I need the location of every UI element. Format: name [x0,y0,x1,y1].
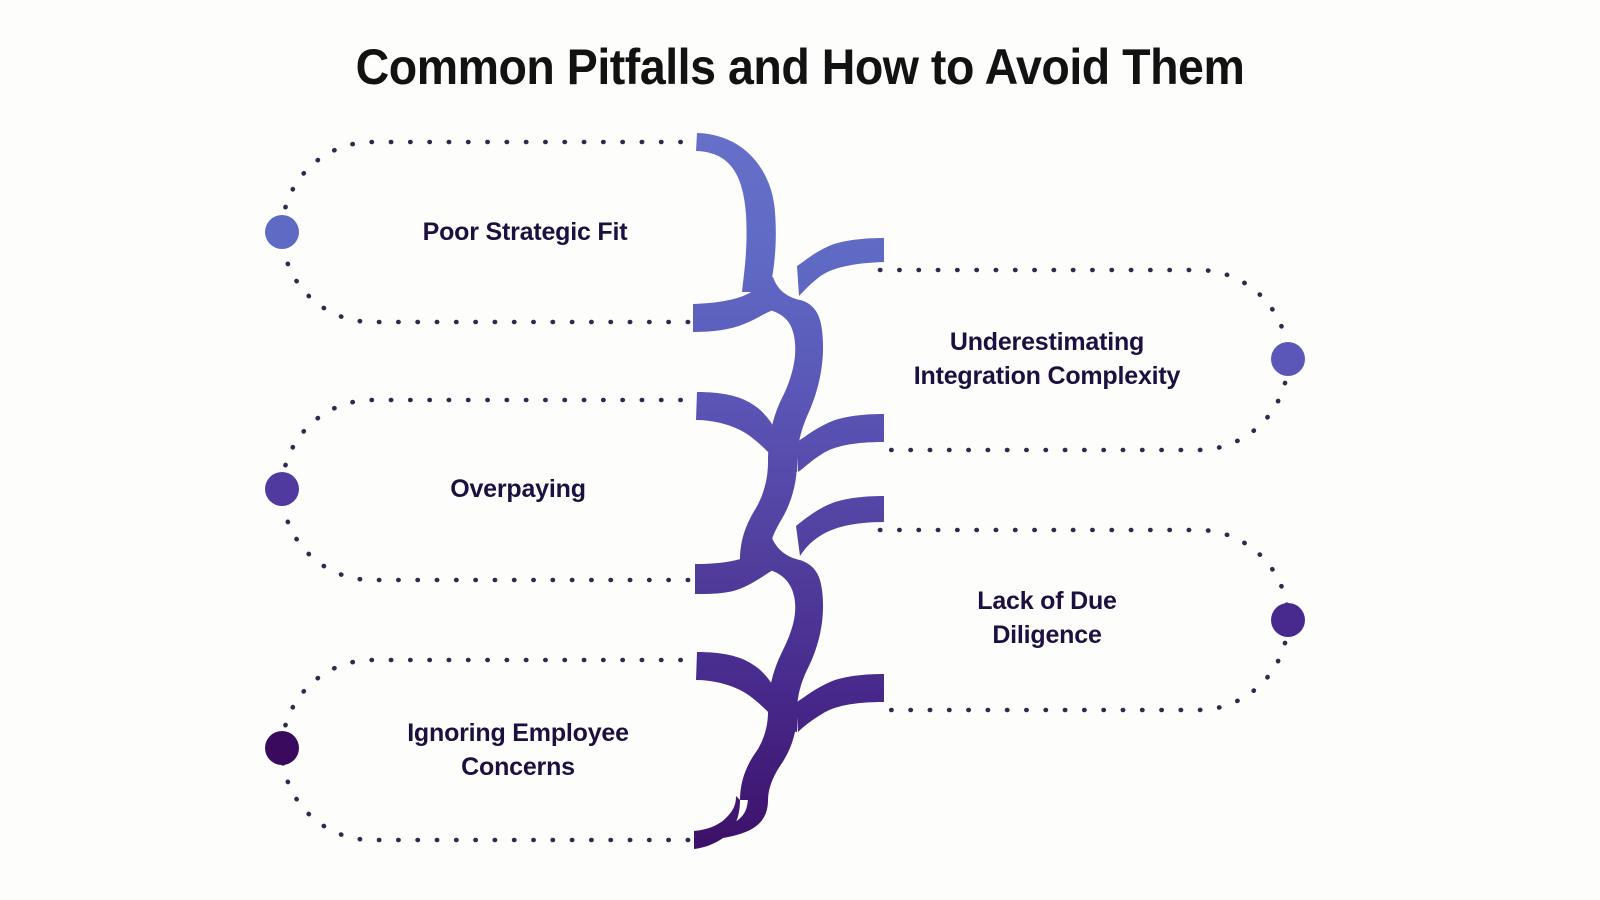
end-dot-5 [265,731,299,765]
ribbon-junction-a [768,277,824,462]
ribbon-junction-d [768,684,798,732]
braid-ribbon [693,133,884,849]
dotted-outlines [279,139,1291,843]
ribbon-arm-a-east-upper [797,238,884,296]
node-label-poor-strategic-fit: Poor Strategic Fit [422,218,628,246]
ribbon-bottom-cap-2 [694,796,740,849]
ribbon-arm-c-west [695,538,776,594]
end-dot-3 [265,472,299,506]
pill-outline-1 [279,139,703,325]
end-dots [265,215,1305,765]
node-label-overpaying: Overpaying [450,475,586,503]
ribbon-arm-c-east [796,496,884,556]
node-label-lack-of-due-diligence: Lack of Due Diligence [977,587,1117,649]
ribbon-arm-d-east [797,674,884,732]
ribbon-column-cd [740,712,797,800]
end-dot-4 [1271,603,1305,637]
ribbon-arm-b-east [797,414,884,472]
node-label-ignoring-employee-concerns: Ignoring Employee Concerns [407,719,629,781]
ribbon-arm-d-west [696,652,772,714]
page-title: Common Pitfalls and How to Avoid Them [355,39,1245,95]
end-dot-2 [1271,342,1305,376]
pill-outline-5 [279,657,703,843]
ribbon-column-ab [740,462,797,560]
ribbon-junction-c [768,538,824,712]
ribbon-arm-b-west [696,392,772,454]
ribbon-arm-a-west [693,277,776,332]
pill-outline-3 [279,397,703,583]
ribbon-top-cap [696,133,776,292]
node-label-underestimating-integration-complexity: Underestimating Integration Complexity [913,328,1181,390]
end-dot-1 [265,215,299,249]
ribbon-junction-b [768,424,798,472]
